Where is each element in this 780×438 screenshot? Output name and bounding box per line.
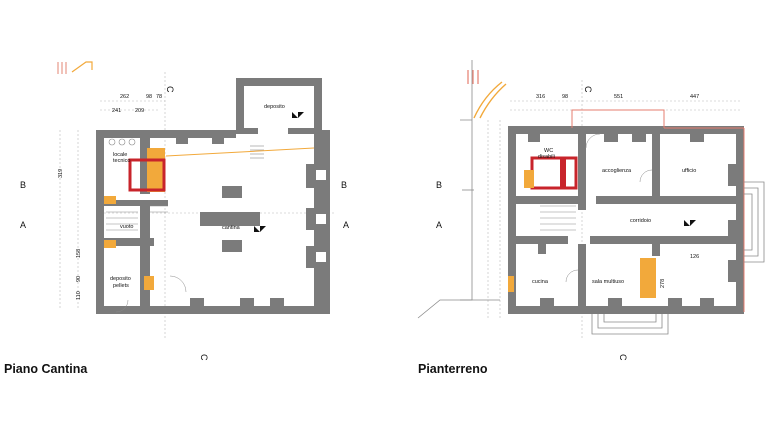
dimension-label: 241 — [112, 108, 121, 114]
section-label-a-left: A — [436, 220, 442, 230]
room-label-accoglienza: accoglienza — [602, 168, 632, 174]
dimension-label: 551 — [614, 94, 623, 100]
dimension-label: 110 — [76, 291, 82, 300]
section-label-c-bottom: C — [618, 354, 628, 361]
dimension-label: 158 — [76, 249, 82, 258]
dimension-label: 98 — [562, 94, 568, 100]
plan-pianterreno — [417, 60, 765, 340]
room-label-wc-disabili-2: disabili — [538, 154, 555, 160]
section-label-c-top: C — [583, 86, 593, 93]
plan-title-cantina: Piano Cantina — [4, 362, 88, 376]
dimension-label: 278 — [660, 279, 666, 288]
room-label-vuoto: vuoto — [120, 224, 133, 230]
room-label-deposito-pellets: deposito — [110, 276, 131, 282]
room-label-cantina: cantina — [222, 225, 241, 231]
room-label-deposito: deposito — [264, 104, 285, 110]
room-label-cucina: cucina — [532, 279, 549, 285]
section-label-c-bottom: C — [199, 354, 209, 361]
dimension-label: 319 — [58, 169, 64, 178]
room-label-locale-tecnico-2: tecnico — [113, 158, 130, 164]
dimension-label: 316 — [536, 94, 545, 100]
dimension-label: 447 — [690, 94, 699, 100]
dimension-label: 126 — [690, 254, 699, 260]
dimension-label: 78 — [156, 94, 162, 100]
dimension-label: 98 — [146, 94, 152, 100]
room-label-locale-tecnico: locale — [113, 152, 127, 158]
dimension-label: 90 — [76, 276, 82, 282]
section-label-b-left: B — [436, 180, 442, 190]
room-label-corridoio: corridoio — [630, 218, 651, 224]
section-label-a-left: A — [20, 220, 26, 230]
section-label-c-top: C — [165, 86, 175, 93]
room-label-sala-multiuso: sala multiuso — [592, 279, 624, 285]
plan-cantina — [57, 61, 335, 340]
room-label-wc-disabili: WC — [544, 148, 553, 154]
section-label-a-right: A — [343, 220, 349, 230]
dimension-label: 209 — [135, 108, 144, 114]
room-label-deposito-pellets-2: pellets — [113, 283, 129, 289]
room-label-ufficio: ufficio — [682, 168, 696, 174]
plan-title-pianterreno: Pianterreno — [418, 362, 488, 376]
section-label-b-right: B — [341, 180, 347, 190]
section-label-b-left: B — [20, 180, 26, 190]
dimension-label: 262 — [120, 94, 129, 100]
